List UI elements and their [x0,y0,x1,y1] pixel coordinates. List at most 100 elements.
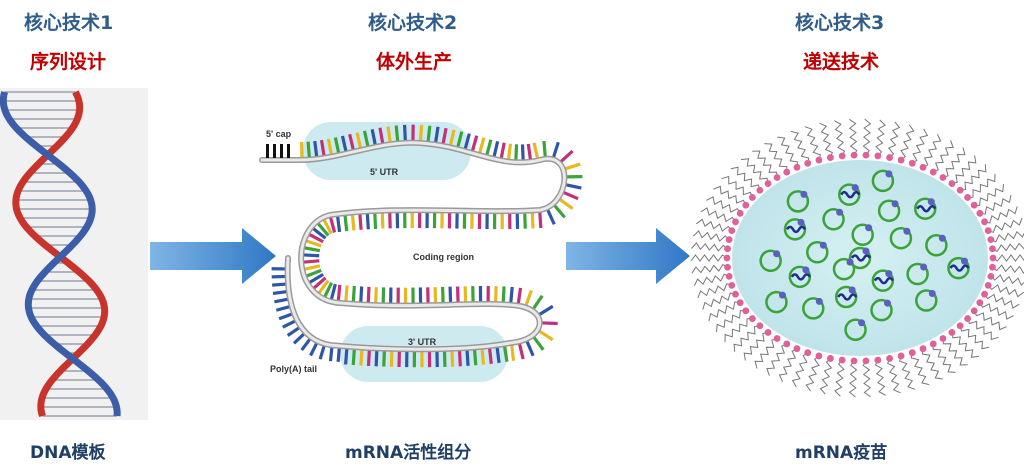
lipid-head [989,263,996,271]
lipid-heads [723,151,997,365]
lipid-head [987,236,995,244]
dna-strand-red [12,90,109,418]
mrna-lipid-complexes [759,169,970,342]
lipid-head [850,151,858,159]
lipid-complex [906,262,929,286]
lipid-complex [915,289,938,312]
column-3-caption: mRNA疫苗 [795,443,888,463]
lipid-head [874,356,882,364]
lipid-head [773,335,781,342]
lipid-tail [804,126,822,161]
ionizable-lipid [865,224,873,232]
nucleotide [362,130,370,149]
ionizable-lipid [846,258,854,266]
lipid-tail [834,120,846,157]
lipid-tail [990,230,1024,243]
lipid-tail [697,283,732,299]
lipid-tail [713,185,747,206]
lipid-head [815,156,823,164]
mrna-structure-illustration: 5' cap 5' UTR Coding region 3' UTR Poly(… [259,122,583,382]
lipid-complex [786,190,810,213]
lipid-tail [979,194,1012,215]
mrna-strand [949,264,970,272]
lipid-head [725,272,733,280]
lipid-head [874,152,882,160]
arrow-right-icon [150,228,276,284]
nucleotide [316,279,330,296]
dna-strand-blue [0,91,121,417]
nucleotide [306,273,324,286]
lipid-complex [844,318,867,342]
lipid-tail [790,130,810,164]
nucleotide [516,287,523,306]
lipid-head [827,154,834,161]
lipid-head [964,315,971,322]
lipid-head [976,299,984,307]
nucleotide [463,133,471,152]
lipid-head [783,168,791,176]
nucleotide [501,286,506,305]
lipid-head [723,254,731,262]
utr3-region [340,326,508,382]
lipid-head [919,163,927,171]
ionizable-lipid [819,241,827,249]
nucleotide [441,127,448,147]
lipid-tail [992,264,1024,274]
lipid-head [919,345,927,353]
lipid-head [948,329,956,336]
lipid-head [886,154,893,161]
cap-5-icon [266,144,290,158]
lipid-head [976,209,984,217]
nucleotide [455,131,464,150]
nucleotide [402,124,408,143]
lipid-head [989,245,996,253]
nucleotide [448,286,453,305]
ionizable-lipid [773,250,781,258]
lipid-tail [834,359,845,397]
ionizable-lipid [797,218,805,226]
nucleotide [302,264,321,272]
label-polya-tail: Poly(A) tail [270,364,317,374]
lipid-head [732,218,739,226]
mrna-strand [785,225,807,234]
lipid-tail [987,284,1024,298]
nucleotide [386,126,393,145]
nucleotide [321,216,333,235]
column-1-caption: DNA模板 [30,443,106,463]
lipid-head [732,290,739,298]
lipid-tail [942,147,966,178]
nucleotide [303,268,322,279]
ionizable-lipid [800,190,808,198]
lipid-tail [992,242,1024,253]
lipid-tail [874,359,886,396]
lipid-head [862,357,870,365]
lipid-tail [702,292,736,310]
lipid-complex [759,249,782,273]
lipid-head [724,245,731,253]
lipid-head [981,218,988,226]
lipid-tail [862,118,872,156]
lipid-head [749,194,756,201]
dna-base-pairs [3,91,118,417]
lipid-tail [942,338,968,366]
lipid-head [756,186,764,194]
lipid-complex [802,297,825,320]
lipid-tail [848,118,858,156]
lipid-head [981,290,988,298]
lipid-tail [887,358,901,394]
lipid-head [793,163,801,171]
ionizable-lipid [884,299,892,307]
lipid-complex [877,199,901,223]
lipid-tail [752,150,778,178]
lipid-tail [791,352,808,388]
lipid-head [964,194,971,201]
nucleotide [336,284,342,303]
lipid-head [783,340,791,348]
lipid-tail [898,355,916,390]
lipid-head [939,174,947,181]
lipid-head [989,254,997,262]
lipid-tail [887,121,901,158]
lipid-head [948,180,956,187]
lipid-complex [851,223,874,247]
